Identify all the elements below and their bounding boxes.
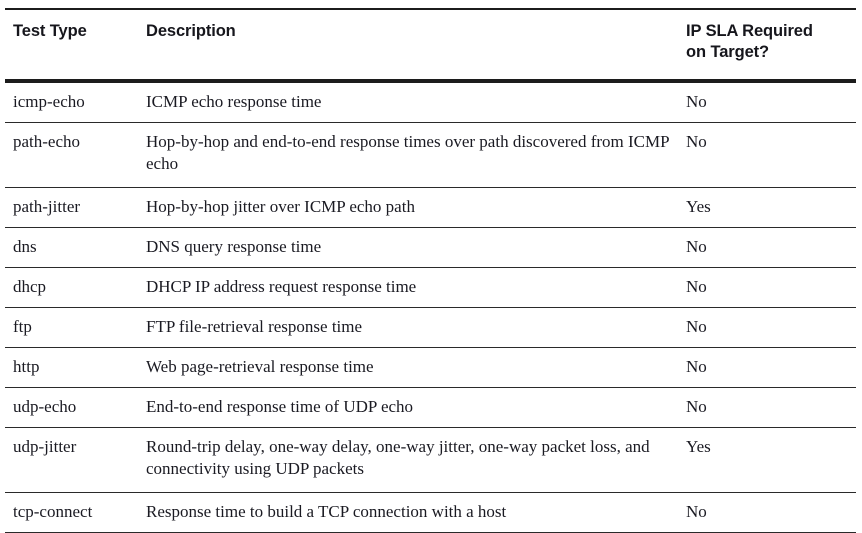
cell-test-type: dhcp <box>5 267 140 308</box>
table-header-row: Test Type Description IP SLA Required on… <box>5 8 856 83</box>
table-row: icmp-echo ICMP echo response time No <box>5 81 856 123</box>
cell-description: Hop-by-hop jitter over ICMP echo path <box>140 187 684 228</box>
column-header-ip-sla-required-line1: IP SLA Required <box>686 22 813 40</box>
cell-test-type: path-echo <box>5 122 140 188</box>
cell-test-type: ftp <box>5 307 140 348</box>
cell-test-type: http <box>5 347 140 388</box>
cell-ip-sla-required: No <box>684 387 856 428</box>
cell-ip-sla-required: No <box>684 227 856 268</box>
cell-description: DNS query response time <box>140 227 684 268</box>
table-row: dhcp DHCP IP address request response ti… <box>5 267 856 308</box>
cell-ip-sla-required: No <box>684 347 856 388</box>
table-header: Test Type Description IP SLA Required on… <box>5 8 856 83</box>
column-header-ip-sla-required-line2: on Target? <box>686 43 770 61</box>
cell-ip-sla-required: No <box>684 492 856 533</box>
column-header-ip-sla-required: IP SLA Required on Target? <box>684 8 856 83</box>
sla-test-types-table: Test Type Description IP SLA Required on… <box>5 8 856 533</box>
table-row: http Web page-retrieval response time No <box>5 347 856 388</box>
table-row: ftp FTP file-retrieval response time No <box>5 307 856 348</box>
cell-ip-sla-required: Yes <box>684 427 856 493</box>
column-header-description: Description <box>140 8 684 83</box>
cell-description: Web page-retrieval response time <box>140 347 684 388</box>
cell-test-type: icmp-echo <box>5 81 140 123</box>
cell-test-type: udp-echo <box>5 387 140 428</box>
cell-ip-sla-required: No <box>684 307 856 348</box>
cell-test-type: dns <box>5 227 140 268</box>
cell-description: Hop-by-hop and end-to-end response times… <box>140 122 684 188</box>
table-row: dns DNS query response time No <box>5 227 856 268</box>
cell-description: ICMP echo response time <box>140 81 684 123</box>
cell-test-type: path-jitter <box>5 187 140 228</box>
column-header-test-type: Test Type <box>5 8 140 83</box>
cell-ip-sla-required: No <box>684 122 856 188</box>
cell-test-type: udp-jitter <box>5 427 140 493</box>
cell-ip-sla-required: Yes <box>684 187 856 228</box>
cell-description: FTP file-retrieval response time <box>140 307 684 348</box>
cell-ip-sla-required: No <box>684 267 856 308</box>
cell-description: Response time to build a TCP connection … <box>140 492 684 533</box>
table-body: icmp-echo ICMP echo response time No pat… <box>5 81 856 533</box>
table-row: path-echo Hop-by-hop and end-to-end resp… <box>5 122 856 188</box>
cell-description: DHCP IP address request response time <box>140 267 684 308</box>
cell-description: End-to-end response time of UDP echo <box>140 387 684 428</box>
cell-description: Round-trip delay, one-way delay, one-way… <box>140 427 684 493</box>
table-row: udp-jitter Round-trip delay, one-way del… <box>5 427 856 493</box>
cell-test-type: tcp-connect <box>5 492 140 533</box>
cell-ip-sla-required: No <box>684 81 856 123</box>
table-row: udp-echo End-to-end response time of UDP… <box>5 387 856 428</box>
table-row: tcp-connect Response time to build a TCP… <box>5 492 856 533</box>
table-row: path-jitter Hop-by-hop jitter over ICMP … <box>5 187 856 228</box>
sla-test-types-table-container: Test Type Description IP SLA Required on… <box>5 8 856 533</box>
